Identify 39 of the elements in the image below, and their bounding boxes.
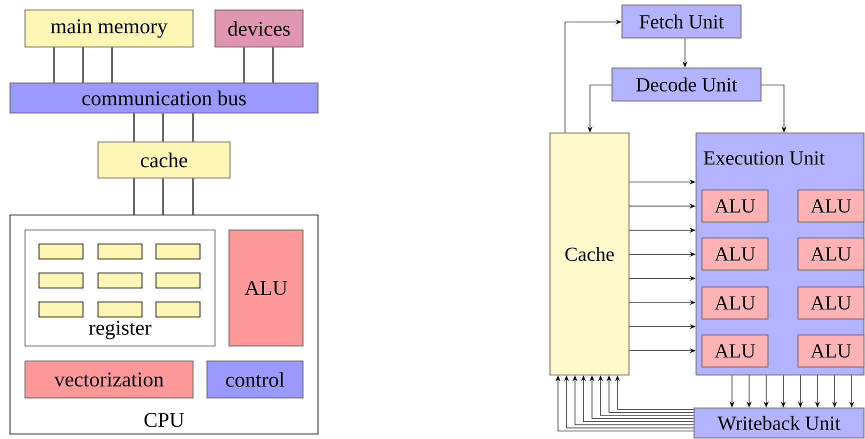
alu-box: ALU [798, 238, 864, 270]
register-cell [38, 244, 84, 260]
cache-box: Cache [550, 132, 630, 376]
connector-line [133, 113, 135, 142]
register-cell [156, 302, 200, 318]
connector-line [53, 47, 55, 83]
register-cell [38, 272, 84, 288]
alu-box: ALU [702, 238, 768, 270]
alu-box: ALU [702, 334, 768, 368]
connector-line [162, 113, 164, 142]
alu-box: ALU [798, 334, 864, 368]
connector-line [133, 178, 135, 215]
connector-line [162, 178, 164, 215]
bus-bar: communication bus [10, 82, 318, 114]
control-box: control [206, 360, 304, 398]
register-cell [98, 272, 142, 288]
register-cell [98, 244, 142, 260]
connector-line [82, 47, 84, 83]
connector-line [243, 47, 245, 83]
vectorization-box: vectorization [24, 360, 194, 398]
alu-box: ALU [228, 230, 304, 346]
cache-box: cache [98, 142, 230, 178]
connector-line [192, 113, 194, 142]
unit-box: Fetch Unit [622, 4, 742, 38]
register-cell [156, 244, 200, 260]
memory-box: main memory [24, 10, 194, 48]
unit-box: Decode Unit [612, 68, 762, 102]
connector-line [272, 47, 274, 83]
register-cell [98, 302, 142, 318]
alu-box: ALU [702, 286, 768, 320]
register-cell [156, 272, 200, 288]
alu-box: ALU [798, 190, 864, 222]
device-box: devices [214, 10, 304, 48]
connector-line [111, 47, 113, 83]
alu-box: ALU [702, 190, 768, 222]
alu-box: ALU [798, 286, 864, 320]
register-cell [38, 302, 84, 318]
connector-line [192, 178, 194, 215]
unit-box: Writeback Unit [694, 408, 864, 438]
